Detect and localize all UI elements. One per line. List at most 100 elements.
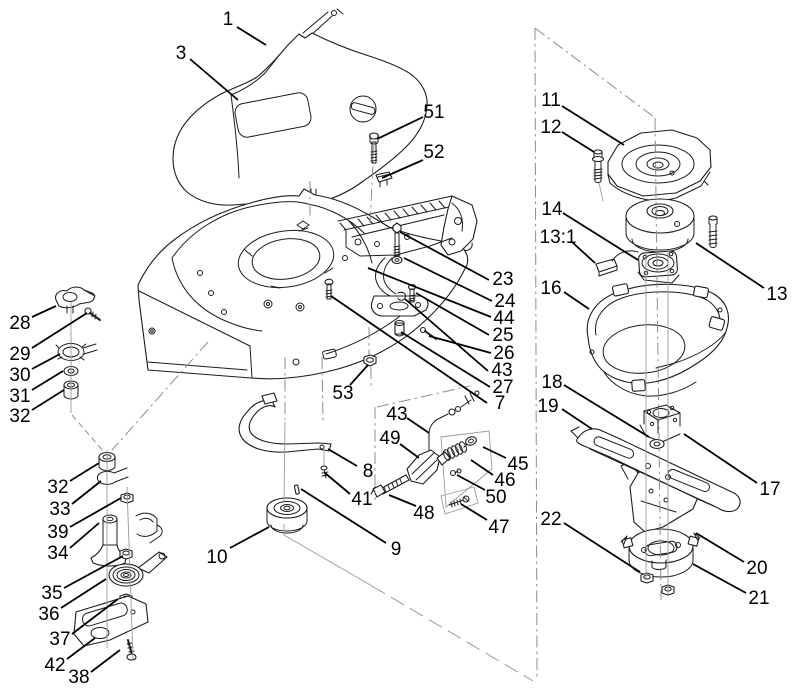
callout-leader-14 bbox=[562, 212, 639, 261]
callout-label-35: 35 bbox=[41, 583, 62, 604]
callout-leader-27 bbox=[400, 331, 491, 388]
callout-leader-33 bbox=[71, 480, 102, 505]
part-45-washer bbox=[465, 436, 477, 446]
callout-leader-47 bbox=[460, 503, 488, 521]
callout-leader-16 bbox=[563, 291, 590, 310]
part-43-cable-end bbox=[397, 291, 406, 301]
callout-leader-20 bbox=[695, 532, 745, 563]
bracket-foot bbox=[370, 295, 429, 317]
callout-leader-36 bbox=[60, 578, 107, 609]
callout-label-9: 9 bbox=[391, 539, 402, 560]
part-24-washer bbox=[391, 255, 403, 265]
part-13-pulley bbox=[625, 198, 695, 253]
rod-and-pulley bbox=[238, 392, 332, 534]
callout-label-13-1: 13:1 bbox=[540, 227, 577, 248]
part-38-bolt bbox=[126, 639, 137, 661]
callout-label-31: 31 bbox=[9, 386, 30, 407]
callout-label-29: 29 bbox=[9, 344, 30, 365]
bracket-hatching bbox=[339, 200, 446, 231]
callout-label-1: 1 bbox=[223, 9, 234, 30]
part-18-washer bbox=[649, 438, 665, 450]
callout-leader-30 bbox=[31, 353, 61, 370]
callout-label-45: 45 bbox=[507, 454, 528, 475]
part-7-bolt bbox=[324, 278, 334, 286]
callout-leader-21 bbox=[692, 563, 747, 594]
callout-leader-29 bbox=[31, 312, 88, 349]
callouts: 1351522324442526432775328293031323233393… bbox=[9, 9, 787, 688]
callout-leader-13 bbox=[695, 242, 765, 289]
mower-deck bbox=[137, 188, 469, 380]
callout-label-10: 10 bbox=[206, 547, 227, 568]
callout-label-8: 8 bbox=[363, 461, 374, 482]
part-9-key bbox=[293, 484, 300, 495]
part-47-screw bbox=[448, 495, 470, 508]
callout-label-12: 12 bbox=[540, 117, 561, 138]
deck-blade-ring bbox=[237, 229, 335, 289]
callout-leader-37 bbox=[71, 598, 119, 635]
part-43-cable-wire bbox=[428, 413, 449, 453]
callout-leader-44 bbox=[367, 267, 492, 318]
callout-label-53: 53 bbox=[332, 383, 353, 404]
callout-leader-19 bbox=[561, 408, 593, 430]
part-36-idler-pulley bbox=[108, 551, 168, 587]
part-53-nut bbox=[363, 354, 377, 367]
callout-label-17: 17 bbox=[759, 479, 780, 500]
callout-label-26: 26 bbox=[493, 343, 514, 364]
spark-plug-wire-icon bbox=[331, 10, 337, 16]
callout-leader-53 bbox=[349, 364, 369, 386]
part-46-spring bbox=[443, 441, 467, 461]
callout-leader-9 bbox=[300, 488, 387, 544]
part-33-clip bbox=[96, 467, 129, 485]
callout-leader-28 bbox=[31, 305, 57, 318]
part-12-bolt bbox=[592, 149, 604, 202]
callout-label-21: 21 bbox=[748, 588, 769, 609]
callout-label-33: 33 bbox=[49, 499, 70, 520]
part-10-pulley bbox=[266, 497, 308, 534]
part-49-conduit bbox=[406, 449, 441, 485]
part-14-bearing bbox=[637, 250, 680, 284]
callout-leader-32-upper bbox=[31, 389, 65, 411]
part-17-blade-adapter bbox=[639, 404, 681, 443]
callout-label-28: 28 bbox=[9, 313, 30, 334]
callout-leader-7 bbox=[330, 295, 488, 404]
cam-lever-stack bbox=[55, 286, 101, 400]
callout-leader-43-cable bbox=[406, 417, 430, 434]
part-28-cam-lever bbox=[55, 286, 95, 309]
callout-label-18: 18 bbox=[541, 372, 562, 393]
callout-leader-51 bbox=[376, 116, 424, 140]
callout-leader-35 bbox=[63, 555, 124, 589]
callout-label-25: 25 bbox=[492, 325, 513, 346]
spindle-column bbox=[570, 129, 741, 596]
part-13-bolt bbox=[708, 215, 718, 248]
callout-leader-1 bbox=[236, 26, 267, 46]
projection-lines bbox=[70, 27, 669, 682]
callout-leader-34 bbox=[69, 522, 100, 549]
engine-decal bbox=[234, 92, 312, 138]
callout-label-39: 39 bbox=[47, 522, 68, 543]
callout-leader-41 bbox=[324, 472, 351, 495]
callout-label-46: 46 bbox=[494, 470, 515, 491]
callout-label-32-lower: 32 bbox=[47, 477, 68, 498]
callout-label-43-deck: 43 bbox=[491, 360, 512, 381]
engine-outline bbox=[172, 32, 428, 210]
part-16-blower-housing bbox=[586, 283, 730, 397]
callout-leader-17 bbox=[683, 433, 758, 484]
callout-label-34: 34 bbox=[47, 543, 69, 564]
callout-leader-12 bbox=[561, 131, 595, 153]
callout-leader-3 bbox=[189, 58, 239, 101]
callout-leader-23 bbox=[399, 231, 490, 281]
fuel-cap-icon bbox=[349, 95, 377, 123]
cable-assembly bbox=[370, 390, 493, 515]
callout-label-24: 24 bbox=[494, 291, 516, 312]
part-21-blade-driver bbox=[620, 528, 701, 578]
callout-label-48: 48 bbox=[413, 503, 434, 524]
callout-leader-45 bbox=[482, 446, 507, 459]
callout-label-42: 42 bbox=[44, 655, 65, 676]
callout-leader-52 bbox=[381, 159, 424, 179]
part-19-blade bbox=[570, 426, 741, 513]
callout-leader-48 bbox=[388, 494, 417, 507]
callout-label-11: 11 bbox=[541, 90, 561, 111]
part-11-cover-plate bbox=[607, 129, 712, 202]
